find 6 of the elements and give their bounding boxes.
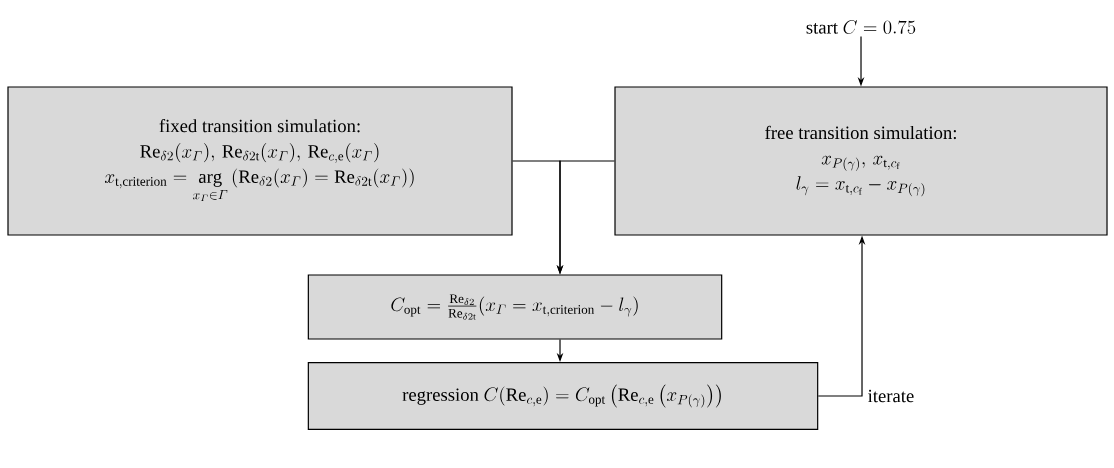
process-box: fixed transition simulation: $\mathrm{Re}_{\delta 2}(x_{\varGamma}),\, \mathrm{Re}_{\delta 2\mathrm{t}}(x_{\varGamma}),\, \mathrm{Re}_{c,\mathrm{e}}(x_{\varGamma})$ $x_{\mathrm{t,criterion}} = \mathop{\mathrm{arg}}\limits_{x_{\varGamma}\in\varGamma}\left(\mathrm{Re}_{\delta 2}(x_{\varGamma}) = \mathrm{Re}_{\delta 2\mathrm{t}}(x_{\varGamma})\right)$	[7, 86, 513, 236]
process-box: regression $C(\mathrm{Re}_{c,\mathrm{e}}) = C_{\mathrm{opt}}\left(\mathrm{Re}_{c,\mathrm{e}}\left(x_{P(\gamma)}\right)\right)$	[307, 362, 819, 430]
start-label: start $C = 0.75$	[806, 19, 916, 34]
process-box: $C_{\mathrm{opt}} = \frac{\mathrm{Re}_{\delta 2}}{\mathrm{Re}_{\delta 2\mathrm{t}}}(x_{\varGamma} = x_{\mathrm{t,criterion}} - l_{\gamma})$	[307, 274, 723, 340]
process-box: free transition simulation: $x_{P(\gamma)},\, x_{\mathrm{t},c_{\mathrm{f}}}$ $l_{\gamma} = x_{\mathrm{t},c_{\mathrm{f}}} - x_{P(\gamma)}$	[614, 86, 1108, 236]
edge-label: iterate	[866, 388, 916, 404]
